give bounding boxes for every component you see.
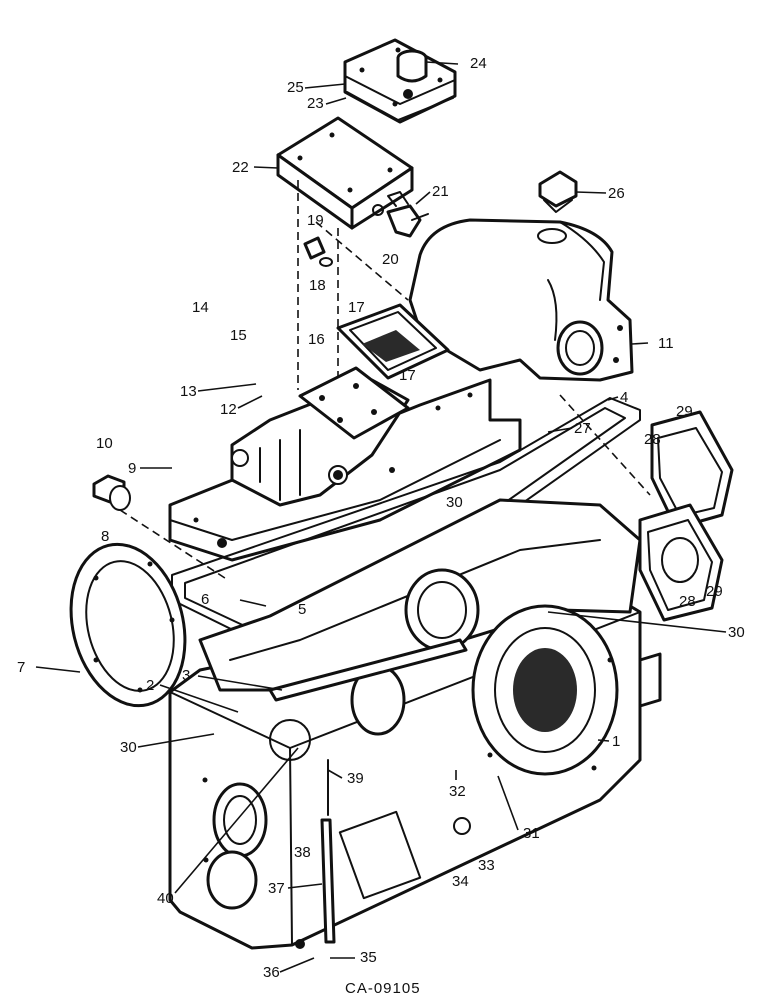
callout-30c: 30 <box>120 739 137 756</box>
callout-18: 18 <box>309 277 326 294</box>
elbow-fitting-20 <box>386 191 429 238</box>
callout-group: 1 2 3 4 5 6 7 8 9 10 11 12 13 14 15 16 1… <box>17 55 745 981</box>
callout-26: 26 <box>608 185 625 202</box>
side-cover-29 <box>638 410 734 622</box>
callout-35: 35 <box>360 949 377 966</box>
plug-19 <box>303 236 333 267</box>
gasket-4 <box>171 397 641 663</box>
top-housing-11 <box>408 218 634 382</box>
callout-16: 16 <box>308 331 325 348</box>
callout-6: 6 <box>201 591 209 608</box>
cover-plate-25 <box>343 38 457 124</box>
filler-cap-26 <box>538 170 578 213</box>
callout-12: 12 <box>220 401 237 418</box>
transmission-case-1 <box>168 498 662 950</box>
callout-17b: 17 <box>399 367 416 384</box>
callout-32: 32 <box>449 783 466 800</box>
valve-block-22 <box>276 116 414 230</box>
callout-5: 5 <box>298 601 306 618</box>
callout-8: 8 <box>101 528 109 545</box>
callout-24: 24 <box>470 55 487 72</box>
callout-25: 25 <box>287 79 304 96</box>
callout-2: 2 <box>146 677 154 694</box>
callout-14: 14 <box>192 299 209 316</box>
callout-21: 21 <box>432 183 449 200</box>
callout-28a: 28 <box>644 431 661 448</box>
shift-rod-3 <box>268 638 468 702</box>
callout-19: 19 <box>307 212 324 229</box>
callout-10: 10 <box>96 435 113 452</box>
callout-38: 38 <box>294 844 311 861</box>
callout-36: 36 <box>263 964 280 981</box>
callout-11: 11 <box>658 335 674 352</box>
callout-40: 40 <box>157 890 174 907</box>
leader-lines <box>35 61 727 973</box>
breather-cap-24 <box>396 49 428 83</box>
callout-28b: 28 <box>679 593 696 610</box>
callout-9: 9 <box>128 460 136 477</box>
callout-39: 39 <box>347 770 364 787</box>
callout-37: 37 <box>268 880 285 897</box>
callout-33: 33 <box>478 857 495 874</box>
callout-20: 20 <box>382 251 399 268</box>
callout-23: 23 <box>307 95 324 112</box>
callout-30b: 30 <box>728 624 745 641</box>
callout-1: 1 <box>612 733 620 750</box>
callout-4: 4 <box>620 389 628 406</box>
callout-29a: 29 <box>676 403 693 420</box>
callout-30a: 30 <box>446 494 463 511</box>
callout-27: 27 <box>574 420 591 437</box>
top-cover-assembly <box>168 303 522 562</box>
callout-17a: 17 <box>348 299 365 316</box>
callout-7: 7 <box>17 659 25 676</box>
callout-29b: 29 <box>706 583 723 600</box>
callout-13: 13 <box>180 383 197 400</box>
callout-3: 3 <box>182 667 190 684</box>
tube-37 <box>320 759 336 944</box>
callout-31: 31 <box>523 825 540 842</box>
callout-15: 15 <box>230 327 247 344</box>
figure-code: CA-09105 <box>345 980 421 997</box>
rear-cover-8 <box>69 542 187 708</box>
callout-22: 22 <box>232 159 249 176</box>
plug-10 <box>92 474 131 511</box>
callout-34: 34 <box>452 873 469 890</box>
